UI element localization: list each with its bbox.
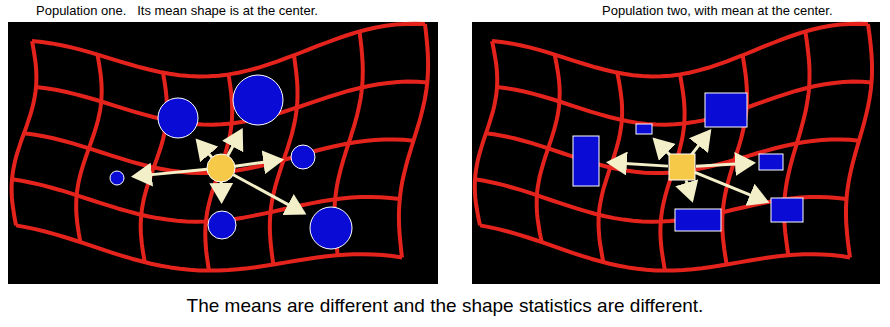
mean-arrow [691,131,710,156]
grid-line [32,24,425,77]
mean-arrow [235,160,281,166]
mean-arrow [134,169,207,176]
mean-arrow [233,175,303,213]
sample-circle [233,75,283,125]
panel-heading: Population one. Its mean shape is at the… [36,3,318,18]
mean-circle [207,154,235,182]
mean-square [669,154,695,180]
grid-line [475,41,497,225]
sample-rectangle [636,124,652,134]
sample-rectangle [573,136,599,186]
grid-line [722,55,747,264]
grid-line [537,55,560,243]
caption: The means are different and the shape st… [0,295,890,317]
sample-circle [110,171,124,185]
sample-circle [208,211,236,239]
sample-rectangle [705,93,747,127]
sample-circle [310,207,352,249]
sample-circle [158,98,198,138]
grid-line [141,73,167,262]
panel-background [472,22,880,284]
grid-line [846,24,872,257]
panel-heading: Population two, with mean at the center. [602,3,833,18]
mean-arrow [695,172,767,201]
grid-line [492,24,868,77]
grid-line [399,24,428,257]
mean-arrow [198,141,212,158]
sample-rectangle [759,154,783,170]
grid-line [12,41,37,225]
mean-arrow [686,180,692,199]
sample-rectangle [771,198,803,222]
mean-arrow [220,182,223,201]
mean-arrow [228,131,242,156]
panel-background [8,22,438,284]
sample-circle [291,145,315,169]
mean-arrow [609,162,668,166]
grid-line [599,73,623,262]
sample-rectangle [675,209,721,231]
grid-line [76,55,102,243]
mean-arrow [696,163,753,166]
